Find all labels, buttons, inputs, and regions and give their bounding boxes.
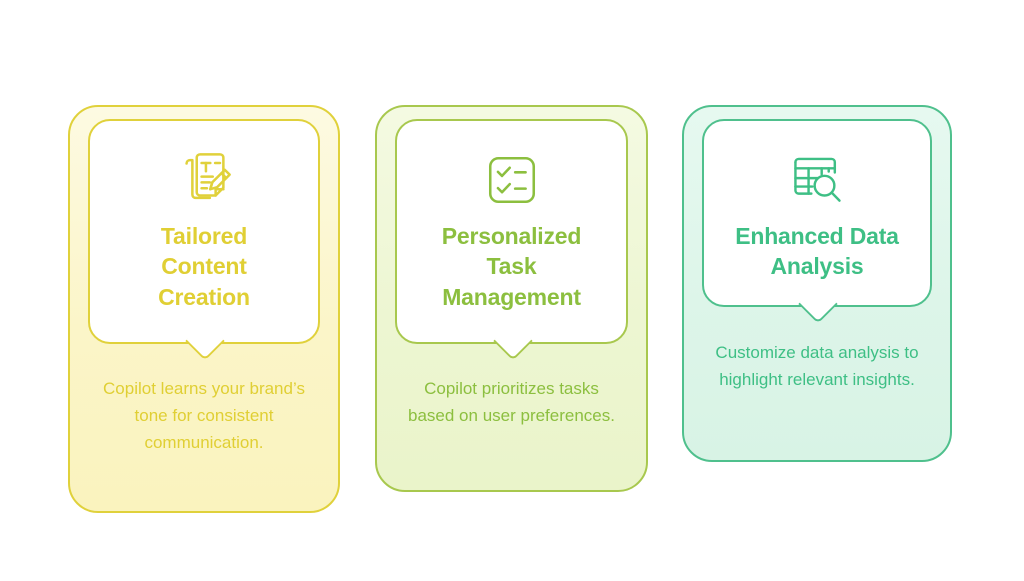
feature-card-personalized-task-management[interactable]: Personalized Task Management Copilot pri…	[375, 105, 648, 492]
card-body-text: Copilot prioritizes tasks based on user …	[408, 379, 615, 426]
bubble-tail-icon	[798, 284, 838, 324]
checklist-icon	[475, 143, 549, 217]
bubble-tail-icon	[492, 321, 533, 361]
feature-card-tailored-content-creation[interactable]: Tailored Content Creation Copilot learns…	[68, 105, 340, 513]
feature-card-enhanced-data-analysis[interactable]: Enhanced Data Analysis Customize data an…	[682, 105, 952, 462]
card-bubble: Personalized Task Management	[395, 119, 628, 361]
document-pencil-icon	[167, 143, 241, 217]
bubble-tail-icon	[185, 321, 225, 361]
card-body-text: Copilot learns your brand’s tone for con…	[103, 379, 305, 453]
card-heading: Tailored Content Creation	[158, 223, 250, 310]
table-magnifier-icon	[780, 143, 854, 217]
card-body-text: Customize data analysis to highlight rel…	[715, 343, 919, 390]
card-heading: Personalized Task Management	[441, 223, 582, 310]
card-heading: Enhanced Data Analysis	[735, 223, 899, 280]
card-bubble: Enhanced Data Analysis	[702, 119, 932, 324]
card-bubble: Tailored Content Creation	[88, 119, 320, 361]
